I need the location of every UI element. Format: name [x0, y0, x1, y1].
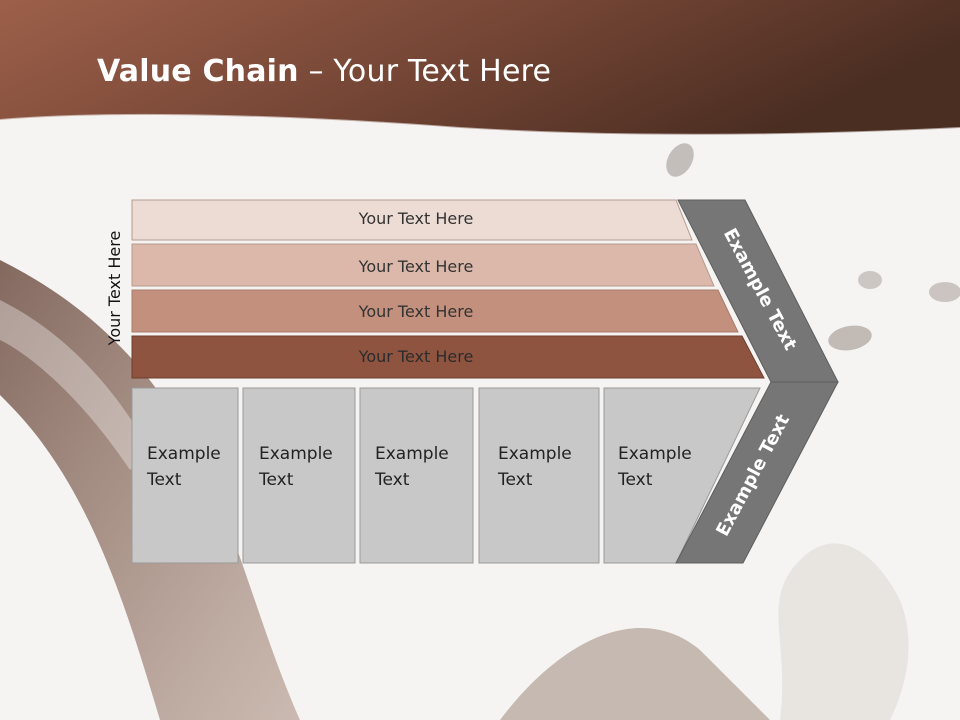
bar-1-label: Your Text Here — [358, 209, 474, 228]
box-1-line1: Example — [147, 444, 221, 464]
svg-text:Example: Example — [498, 664, 572, 684]
box-3-line1: Example — [375, 444, 449, 464]
box-2 — [242, 387, 356, 564]
chevron-lower — [675, 381, 839, 564]
support-activities: Your Text Here Your Text Here Your Text … — [131, 199, 765, 379]
title-rest: – Your Text Here — [298, 54, 552, 89]
bar-2 — [131, 243, 715, 287]
svg-text:Example: Example — [375, 664, 449, 684]
bar-3 — [131, 289, 739, 333]
header-band — [0, 0, 960, 135]
box-4-line2: Text — [497, 470, 533, 490]
box-2-line2: Text — [258, 470, 294, 490]
svg-text:Example: Example — [618, 664, 692, 684]
reflection: Example Text Example Text Example Text E… — [131, 564, 825, 720]
box-5-line2: Text — [617, 470, 653, 490]
page-title: Value Chain – Your Text Here — [97, 54, 551, 89]
bar-4 — [131, 335, 765, 379]
bar-1 — [131, 199, 693, 241]
box-5-line1: Example — [618, 444, 692, 464]
box-3-line2: Text — [374, 470, 410, 490]
svg-text:Text: Text — [374, 638, 410, 658]
box-4-line1: Example — [498, 444, 572, 464]
svg-text:Text: Text — [146, 638, 182, 658]
bar-4-label: Your Text Here — [358, 347, 474, 366]
bar-2-label: Your Text Here — [358, 257, 474, 276]
box-1-line2: Text — [146, 470, 182, 490]
svg-text:Example: Example — [147, 664, 221, 684]
box-3 — [359, 387, 474, 564]
svg-text:Text: Text — [258, 638, 294, 658]
box-4 — [478, 387, 600, 564]
title-bold: Value Chain — [97, 54, 299, 89]
svg-text:Example: Example — [259, 664, 333, 684]
primary-activities: Example Text Example Text Example Text E… — [131, 387, 761, 564]
svg-text:Text: Text — [617, 638, 653, 658]
box-1 — [131, 387, 239, 564]
svg-text:Text: Text — [497, 638, 533, 658]
box-2-line1: Example — [259, 444, 333, 464]
bar-3-label: Your Text Here — [358, 302, 474, 321]
